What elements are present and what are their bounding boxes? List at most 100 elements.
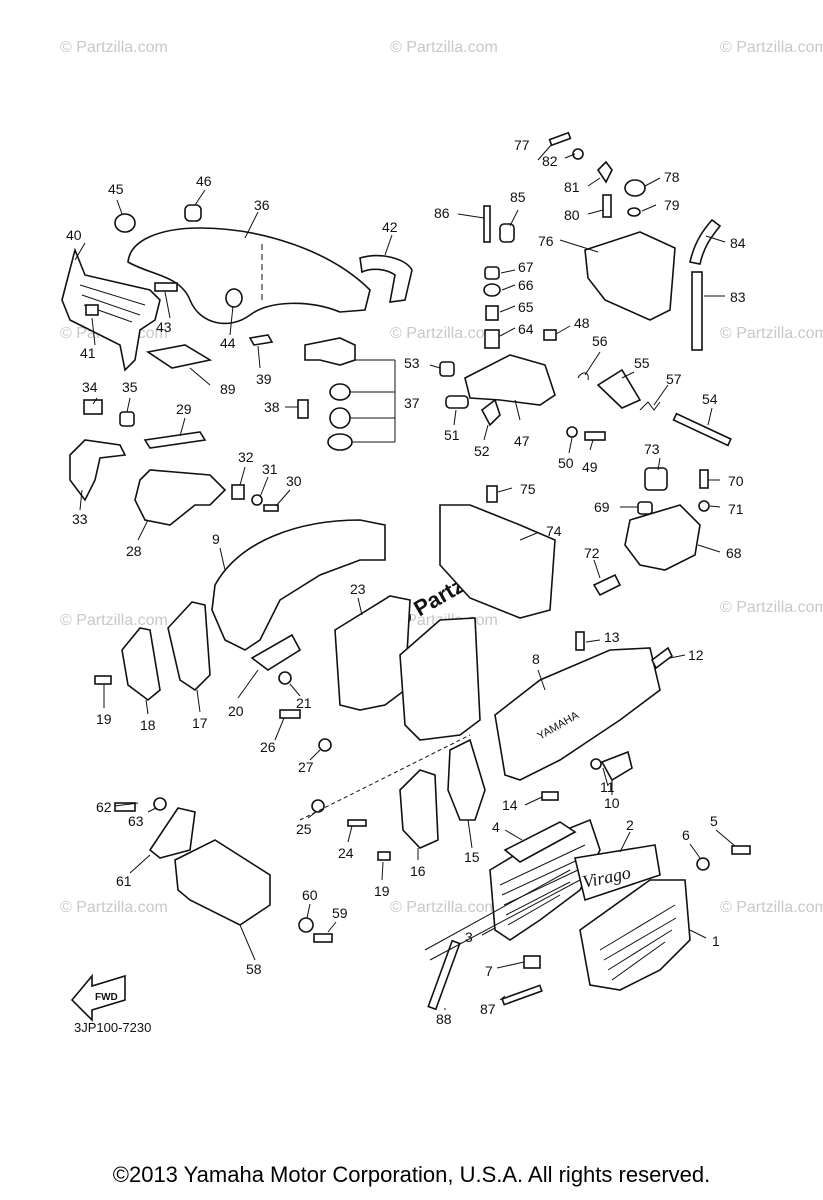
callout-24: 24 <box>338 845 354 861</box>
part-68-bracket <box>624 504 701 571</box>
callout-27: 27 <box>298 759 314 775</box>
part-73 <box>644 467 668 491</box>
callout-37: 37 <box>404 395 420 411</box>
callout-35: 35 <box>122 379 138 395</box>
part-21 <box>278 671 292 685</box>
part-28 <box>134 469 227 526</box>
part-37-b <box>329 407 351 429</box>
part-40-grab-rail <box>61 247 161 372</box>
part-65 <box>485 305 499 321</box>
part-89 <box>145 344 213 369</box>
part-37-bracket <box>304 337 356 366</box>
part-9-cover <box>211 519 386 651</box>
part-6 <box>696 857 710 871</box>
part-72 <box>592 573 622 597</box>
part-66 <box>483 283 501 297</box>
part-31 <box>251 494 263 506</box>
callout-73: 73 <box>644 441 660 457</box>
part-8-air-case <box>494 647 661 781</box>
part-61 <box>148 807 196 859</box>
part-59 <box>313 933 333 943</box>
part-58-bracket <box>174 839 271 926</box>
callout-32: 32 <box>238 449 254 465</box>
callout-42: 42 <box>382 219 398 235</box>
part-77 <box>548 131 572 147</box>
part-16 <box>399 769 439 849</box>
callout-16: 16 <box>410 863 426 879</box>
watermark: © Partzilla.com <box>60 899 168 916</box>
part-78 <box>624 179 646 197</box>
part-79 <box>627 207 641 217</box>
callout-60: 60 <box>302 887 318 903</box>
callout-7: 7 <box>485 963 493 979</box>
part-46 <box>184 204 202 222</box>
callout-18: 18 <box>140 717 156 733</box>
callout-34: 34 <box>82 379 98 395</box>
callout-6: 6 <box>682 827 690 843</box>
callout-2: 2 <box>626 817 634 833</box>
part-19b <box>377 851 391 861</box>
watermark: © Partzilla.com <box>720 325 823 342</box>
part-26 <box>279 709 301 719</box>
callout-89: 89 <box>220 381 236 397</box>
part-33 <box>69 439 127 502</box>
part-20 <box>250 633 302 671</box>
callout-19: 19 <box>96 711 112 727</box>
part-80 <box>602 194 612 218</box>
watermark: © Partzilla.com <box>720 899 823 916</box>
callout-38: 38 <box>264 399 280 415</box>
callout-39: 39 <box>256 371 272 387</box>
callout-64: 64 <box>518 321 534 337</box>
callout-20: 20 <box>228 703 244 719</box>
callout-44: 44 <box>220 335 236 351</box>
callout-86: 86 <box>434 205 450 221</box>
part-85 <box>499 223 515 243</box>
part-29 <box>143 431 207 449</box>
part-75 <box>486 485 498 503</box>
callout-1: 1 <box>712 933 720 949</box>
part-12 <box>650 646 674 670</box>
callout-9: 9 <box>212 531 220 547</box>
callout-77: 77 <box>514 137 530 153</box>
callout-46: 46 <box>196 173 212 189</box>
callout-57: 57 <box>666 371 682 387</box>
part-51 <box>445 395 469 409</box>
callout-12: 12 <box>688 647 704 663</box>
callout-14: 14 <box>502 797 518 813</box>
callout-3: 3 <box>465 929 473 945</box>
fwd-label: FWD <box>95 992 118 1003</box>
part-18 <box>121 627 161 702</box>
callout-21: 21 <box>296 695 312 711</box>
watermark: © Partzilla.com <box>720 599 823 616</box>
part-63 <box>153 797 167 811</box>
callout-83: 83 <box>730 289 746 305</box>
part-87 <box>501 984 543 1006</box>
part-84-hose <box>689 218 722 265</box>
callout-59: 59 <box>332 905 348 921</box>
part-27 <box>318 738 332 752</box>
callout-54: 54 <box>702 391 718 407</box>
callout-40: 40 <box>66 227 82 243</box>
callout-87: 87 <box>480 1001 496 1017</box>
part-37-c <box>327 433 353 451</box>
part-62 <box>114 802 136 812</box>
part-14 <box>541 791 559 801</box>
part-54 <box>672 412 732 447</box>
part-48 <box>543 329 557 341</box>
part-4 <box>503 821 577 863</box>
callout-28: 28 <box>126 543 142 559</box>
callout-41: 41 <box>80 345 96 361</box>
part-41 <box>85 304 99 316</box>
part-1-side-cover <box>579 879 691 991</box>
part-37-a <box>329 383 351 401</box>
watermark: © Partzilla.com <box>390 899 498 916</box>
part-13 <box>575 631 585 651</box>
callout-33: 33 <box>72 511 88 527</box>
callout-13: 13 <box>604 629 620 645</box>
part-24 <box>347 819 367 827</box>
part-50 <box>566 426 578 438</box>
part-7 <box>523 955 541 969</box>
callout-11: 11 <box>600 779 615 795</box>
callout-69: 69 <box>594 499 610 515</box>
callout-15: 15 <box>464 849 480 865</box>
